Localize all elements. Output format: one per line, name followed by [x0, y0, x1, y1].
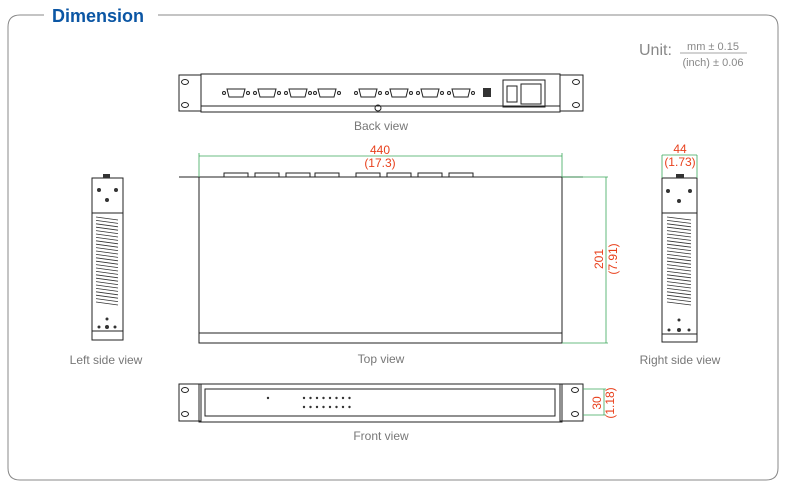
serial-port-icon — [284, 88, 312, 98]
right-side-view-label: Right side view — [640, 353, 721, 367]
depth-mm: 201 — [592, 249, 606, 269]
back-view-label: Back view — [354, 119, 408, 133]
front-view-drawing — [178, 383, 606, 423]
led-icon — [315, 396, 319, 400]
serial-port-icon — [354, 88, 382, 98]
depth-in: (7.91) — [606, 243, 620, 274]
serial-port-icon — [222, 88, 250, 98]
back-view-drawing — [178, 73, 584, 113]
led-icon — [315, 405, 319, 409]
led-icon — [348, 396, 351, 400]
serial-port-icon — [447, 88, 475, 98]
connector-outline — [355, 172, 381, 178]
led-icon — [302, 396, 306, 400]
unit-mm: mm ± 0.15 — [687, 41, 739, 53]
right-side-view-drawing — [661, 154, 698, 343]
width-in: (17.3) — [364, 156, 395, 170]
led-icon — [335, 396, 338, 400]
left-side-view-label: Left side view — [70, 353, 143, 367]
unit-inch: (inch) ± 0.06 — [682, 57, 743, 69]
left-side-view-drawing — [91, 174, 124, 341]
connector-outline — [254, 172, 280, 178]
led-icon — [309, 405, 312, 409]
led-icon — [322, 405, 325, 409]
serial-port-icon — [253, 88, 281, 98]
connector-outline — [314, 172, 340, 178]
height-in: (1.73) — [664, 155, 695, 169]
led-icon — [328, 396, 332, 400]
vent-slots — [95, 216, 119, 306]
front-height-mm: 30 — [590, 396, 604, 410]
connector-outline — [285, 172, 311, 178]
serial-port-icon — [385, 88, 413, 98]
led-icon — [302, 405, 306, 409]
vent-slots — [666, 216, 692, 306]
led-icon — [266, 396, 270, 400]
front-view-label: Front view — [353, 429, 409, 443]
connector-outline — [386, 172, 412, 178]
serial-port-icon — [416, 88, 444, 98]
front-height-in: (1.18) — [603, 387, 617, 418]
led-icon — [348, 405, 351, 409]
connector-outline — [417, 172, 443, 178]
unit-label: Unit: — [639, 42, 672, 59]
connector-outline — [223, 172, 249, 178]
led-icon — [341, 405, 345, 409]
height-mm: 44 — [673, 142, 687, 156]
led-icon — [309, 396, 312, 400]
led-icon — [328, 405, 332, 409]
width-mm: 440 — [370, 143, 390, 157]
top-view-drawing — [179, 153, 608, 344]
led-icon — [341, 396, 345, 400]
section-title: Dimension — [52, 6, 144, 26]
led-icon — [322, 396, 325, 400]
connector-outline — [448, 172, 474, 178]
unit-legend: Unit: mm ± 0.15 (inch) ± 0.06 — [639, 41, 747, 69]
serial-port-icon — [313, 88, 341, 98]
led-icon — [335, 405, 338, 409]
frame — [7, 14, 779, 481]
top-view-label: Top view — [358, 352, 405, 366]
